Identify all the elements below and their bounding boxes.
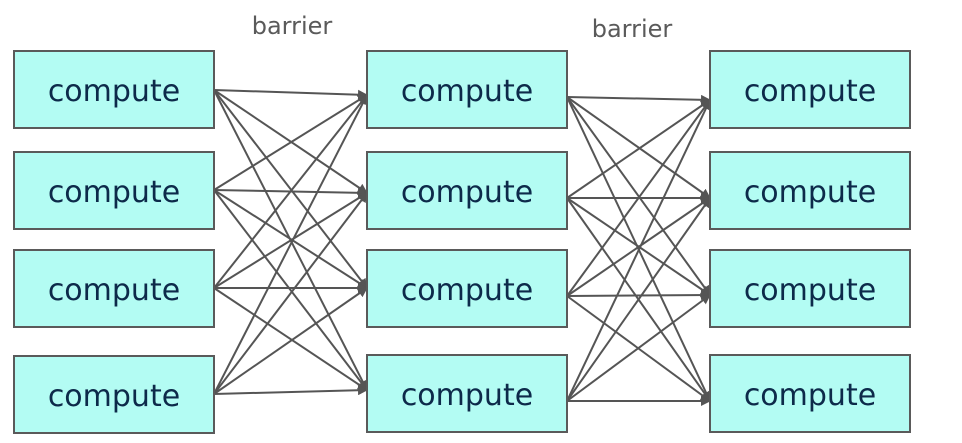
- dependency-arrow: [566, 197, 711, 402]
- dependency-arrow: [566, 96, 711, 296]
- compute-node: compute: [366, 151, 568, 230]
- dependency-arrow: [566, 94, 711, 105]
- compute-node: compute: [366, 249, 568, 328]
- compute-node-label: compute: [744, 273, 876, 308]
- compute-node-label: compute: [48, 175, 180, 210]
- dependency-arrow: [213, 189, 368, 289]
- compute-node-box: [366, 50, 568, 129]
- compute-node: compute: [709, 354, 911, 433]
- compute-node-box: [366, 354, 568, 433]
- dependency-arrow: [213, 192, 368, 289]
- compute-node-box: [13, 249, 215, 328]
- barrier-label-2: barrier: [592, 15, 673, 43]
- dependency-arrow: [213, 94, 368, 289]
- compute-node: compute: [709, 50, 911, 129]
- dependency-arrow: [566, 99, 711, 199]
- compute-node-label: compute: [401, 175, 533, 210]
- dependency-arrow: [566, 294, 711, 402]
- dependency-arrow: [566, 197, 711, 297]
- compute-node: compute: [366, 354, 568, 433]
- compute-node-box: [709, 354, 911, 433]
- compute-node-label: compute: [48, 273, 180, 308]
- compute-node: compute: [13, 355, 215, 434]
- compute-node-label: compute: [401, 273, 533, 308]
- dependency-arrow: [213, 287, 368, 395]
- barrier-label-1: barrier: [252, 12, 333, 40]
- compute-node-box: [366, 249, 568, 328]
- dependency-arrow: [566, 99, 711, 297]
- compute-node-label: compute: [48, 379, 180, 414]
- compute-node-label: compute: [401, 378, 533, 413]
- compute-node-box: [13, 355, 215, 434]
- dependency-arrow: [213, 89, 368, 100]
- dependency-arrow: [566, 290, 711, 301]
- dependency-arrow: [213, 94, 368, 191]
- compute-node-label: compute: [744, 378, 876, 413]
- dependency-arrow: [213, 189, 368, 391]
- compute-node-box: [366, 151, 568, 230]
- dependency-arrow: [213, 385, 368, 396]
- compute-node-box: [13, 151, 215, 230]
- compute-node: compute: [709, 151, 911, 230]
- compute-node-box: [13, 50, 215, 129]
- compute-node-box: [709, 249, 911, 328]
- dependency-arrow: [213, 89, 368, 289]
- dependency-arrow: [213, 287, 368, 391]
- compute-node: compute: [366, 50, 568, 129]
- compute-node-box: [709, 50, 911, 129]
- compute-node: compute: [13, 50, 215, 129]
- edges-layer: [213, 89, 711, 406]
- dependency-arrow: [566, 96, 711, 199]
- compute-node: compute: [709, 249, 911, 328]
- nodes-layer: compute compute compute compute compute compu…: [13, 50, 911, 434]
- compute-node-label: compute: [48, 74, 180, 109]
- compute-node-label: compute: [744, 74, 876, 109]
- dependency-arrow: [213, 94, 368, 395]
- dependency-arrow: [213, 192, 368, 395]
- compute-node: compute: [13, 151, 215, 230]
- compute-node-box: [709, 151, 911, 230]
- compute-node-label: compute: [401, 74, 533, 109]
- compute-node-label: compute: [744, 175, 876, 210]
- dependency-arrow: [566, 99, 711, 402]
- compute-node: compute: [13, 249, 215, 328]
